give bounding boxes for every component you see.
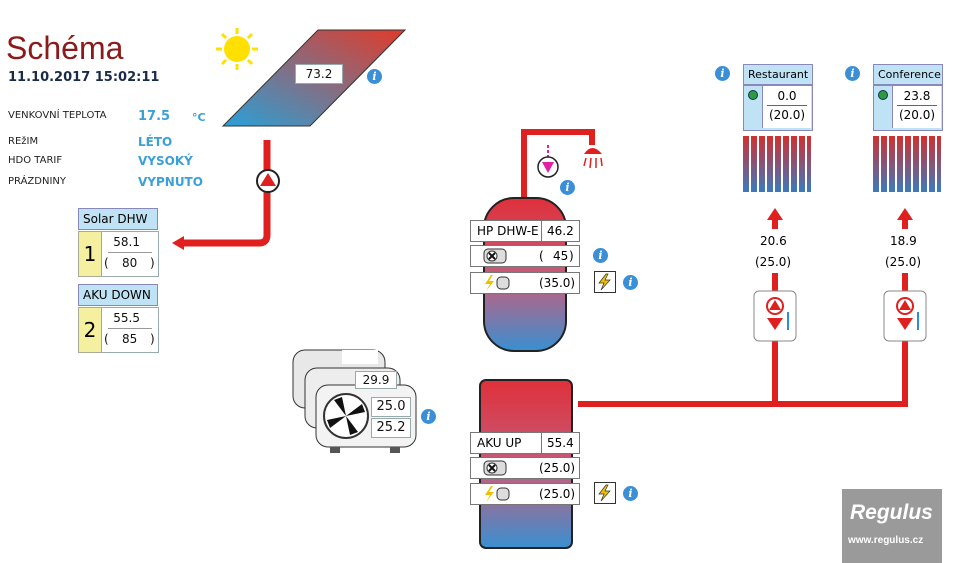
hp-display-blank [342,350,378,364]
circuit1-info-icon[interactable]: i [715,66,730,81]
circuit2-title[interactable]: Conference [873,64,943,85]
aku-down-setpoint[interactable]: 85 [122,332,138,346]
circuit2-room-setpoint[interactable]: (20.0) [898,108,936,122]
aku-down-values: 55.5 ( 85 ) [101,307,159,353]
aku-down-index: 2 [78,307,102,353]
dhw-el-setpoint[interactable]: (35.0) [539,276,576,290]
dhw-el-info-icon[interactable]: i [623,275,638,290]
outdoor-temp-value: 17.5 [138,109,171,124]
aku-el-row[interactable]: (25.0) [470,483,580,505]
regulus-logo[interactable]: Regulus www.regulus.cz [842,489,942,563]
solar-arrow [172,236,184,250]
hp-source-icon [483,248,507,264]
circulation-info-icon[interactable]: i [560,180,575,195]
dhw-tank-temp: 46.2 [547,224,574,238]
aku-tank-row: AKU UP 55.4 [470,432,580,454]
collector-info-icon[interactable]: i [367,69,382,84]
circuit2-info-icon[interactable]: i [845,66,860,81]
circuit2-room-temp: 23.8 [897,89,937,106]
circuit2-status-dot [878,90,888,100]
radiator-2 [873,136,941,192]
solar-pump-icon[interactable] [254,167,282,195]
circuit1-room-temp: 0.0 [767,89,807,106]
aku-down-title[interactable]: AKU DOWN [78,284,158,306]
dhw-pipe [521,129,595,200]
date-time: 11.10.2017 15:02:11 [8,70,160,85]
aku-lightning-icon[interactable] [594,482,616,504]
tariff-label: HDO TARIF [8,155,63,166]
circuit1-flow-setpoint[interactable]: (25.0) [755,255,792,269]
aku-electric-heater-icon [485,486,510,502]
circuit2-arrow [897,208,913,220]
aku-el-setpoint[interactable]: (25.0) [539,487,576,501]
holiday-value[interactable]: VYPNUTO [138,175,203,189]
mixing-valve-2 [883,290,927,342]
solar-dhw-title[interactable]: Solar DHW [78,208,158,230]
tariff-value: VYSOKÝ [138,154,193,168]
distribution-pipe [578,340,908,407]
circuit1-room-setpoint[interactable]: (20.0) [768,108,806,122]
solar-dhw-index: 1 [78,231,102,277]
mode-label: REžIM [8,136,39,147]
heatpump-info-icon[interactable]: i [421,409,436,424]
aku-hp-row[interactable]: (25.0) [470,457,580,479]
solar-dhw-value: 58.1 [108,235,152,253]
hp-temp-mid: 25.0 [371,397,411,417]
aku-hp-setpoint[interactable]: (25.0) [539,461,576,475]
solar-dhw-setpoint[interactable]: 80 [122,256,138,270]
page-title: Schéma [6,30,124,66]
shower-icon [583,148,603,169]
aku-el-info-icon[interactable]: i [623,486,638,501]
circuit2-flow-setpoint[interactable]: (25.0) [885,255,922,269]
solar-pipe [180,140,271,247]
aku-hp-source-icon [483,460,507,476]
circuit1-status-dot [748,90,758,100]
hp-temp-bottom: 25.2 [371,418,411,438]
aku-down-value: 55.5 [108,311,152,329]
holiday-label: PRÁZDNINY [8,176,66,187]
circuit2-flow-temp: 18.9 [890,234,917,248]
circuit1-flow-temp: 20.6 [760,234,787,248]
circuit1-arrow [767,208,783,220]
hp-temp-top: 29.9 [355,371,397,389]
dhw-el-row[interactable]: (35.0) [470,272,580,294]
circulation-pump-icon[interactable] [536,145,562,181]
dhw-hp-info-icon[interactable]: i [593,248,608,263]
radiator-1 [743,136,811,192]
electric-heater-icon [485,275,510,291]
aku-tank-temp: 55.4 [547,436,574,450]
solar-dhw-values: 58.1 ( 80 ) [101,231,159,277]
dhw-tank-row: HP DHW-E 46.2 [470,220,580,242]
dhw-lightning-icon[interactable] [594,271,616,293]
mode-value[interactable]: LÉTO [138,135,173,149]
dhw-hp-row[interactable]: ( 45 ) [470,245,580,267]
logo-url: www.regulus.cz [848,535,924,546]
logo-brand: Regulus [850,501,933,524]
outdoor-temp-label: VENKOVNÍ TEPLOTA [8,110,107,121]
aku-tank-label: AKU UP [477,436,522,450]
collector-temp: 73.2 [295,64,343,84]
dhw-hp-setpoint[interactable]: 45 [553,249,569,263]
circuit1-title[interactable]: Restaurant [743,64,813,85]
circuit1-panel: 0.0 (20.0) [743,85,813,131]
mixing-valve-1 [753,290,797,342]
outdoor-temp-unit: °C [192,111,206,124]
dhw-tank-label: HP DHW-E [477,224,539,238]
circuit2-panel: 23.8 (20.0) [873,85,943,131]
sun-icon [216,28,258,70]
